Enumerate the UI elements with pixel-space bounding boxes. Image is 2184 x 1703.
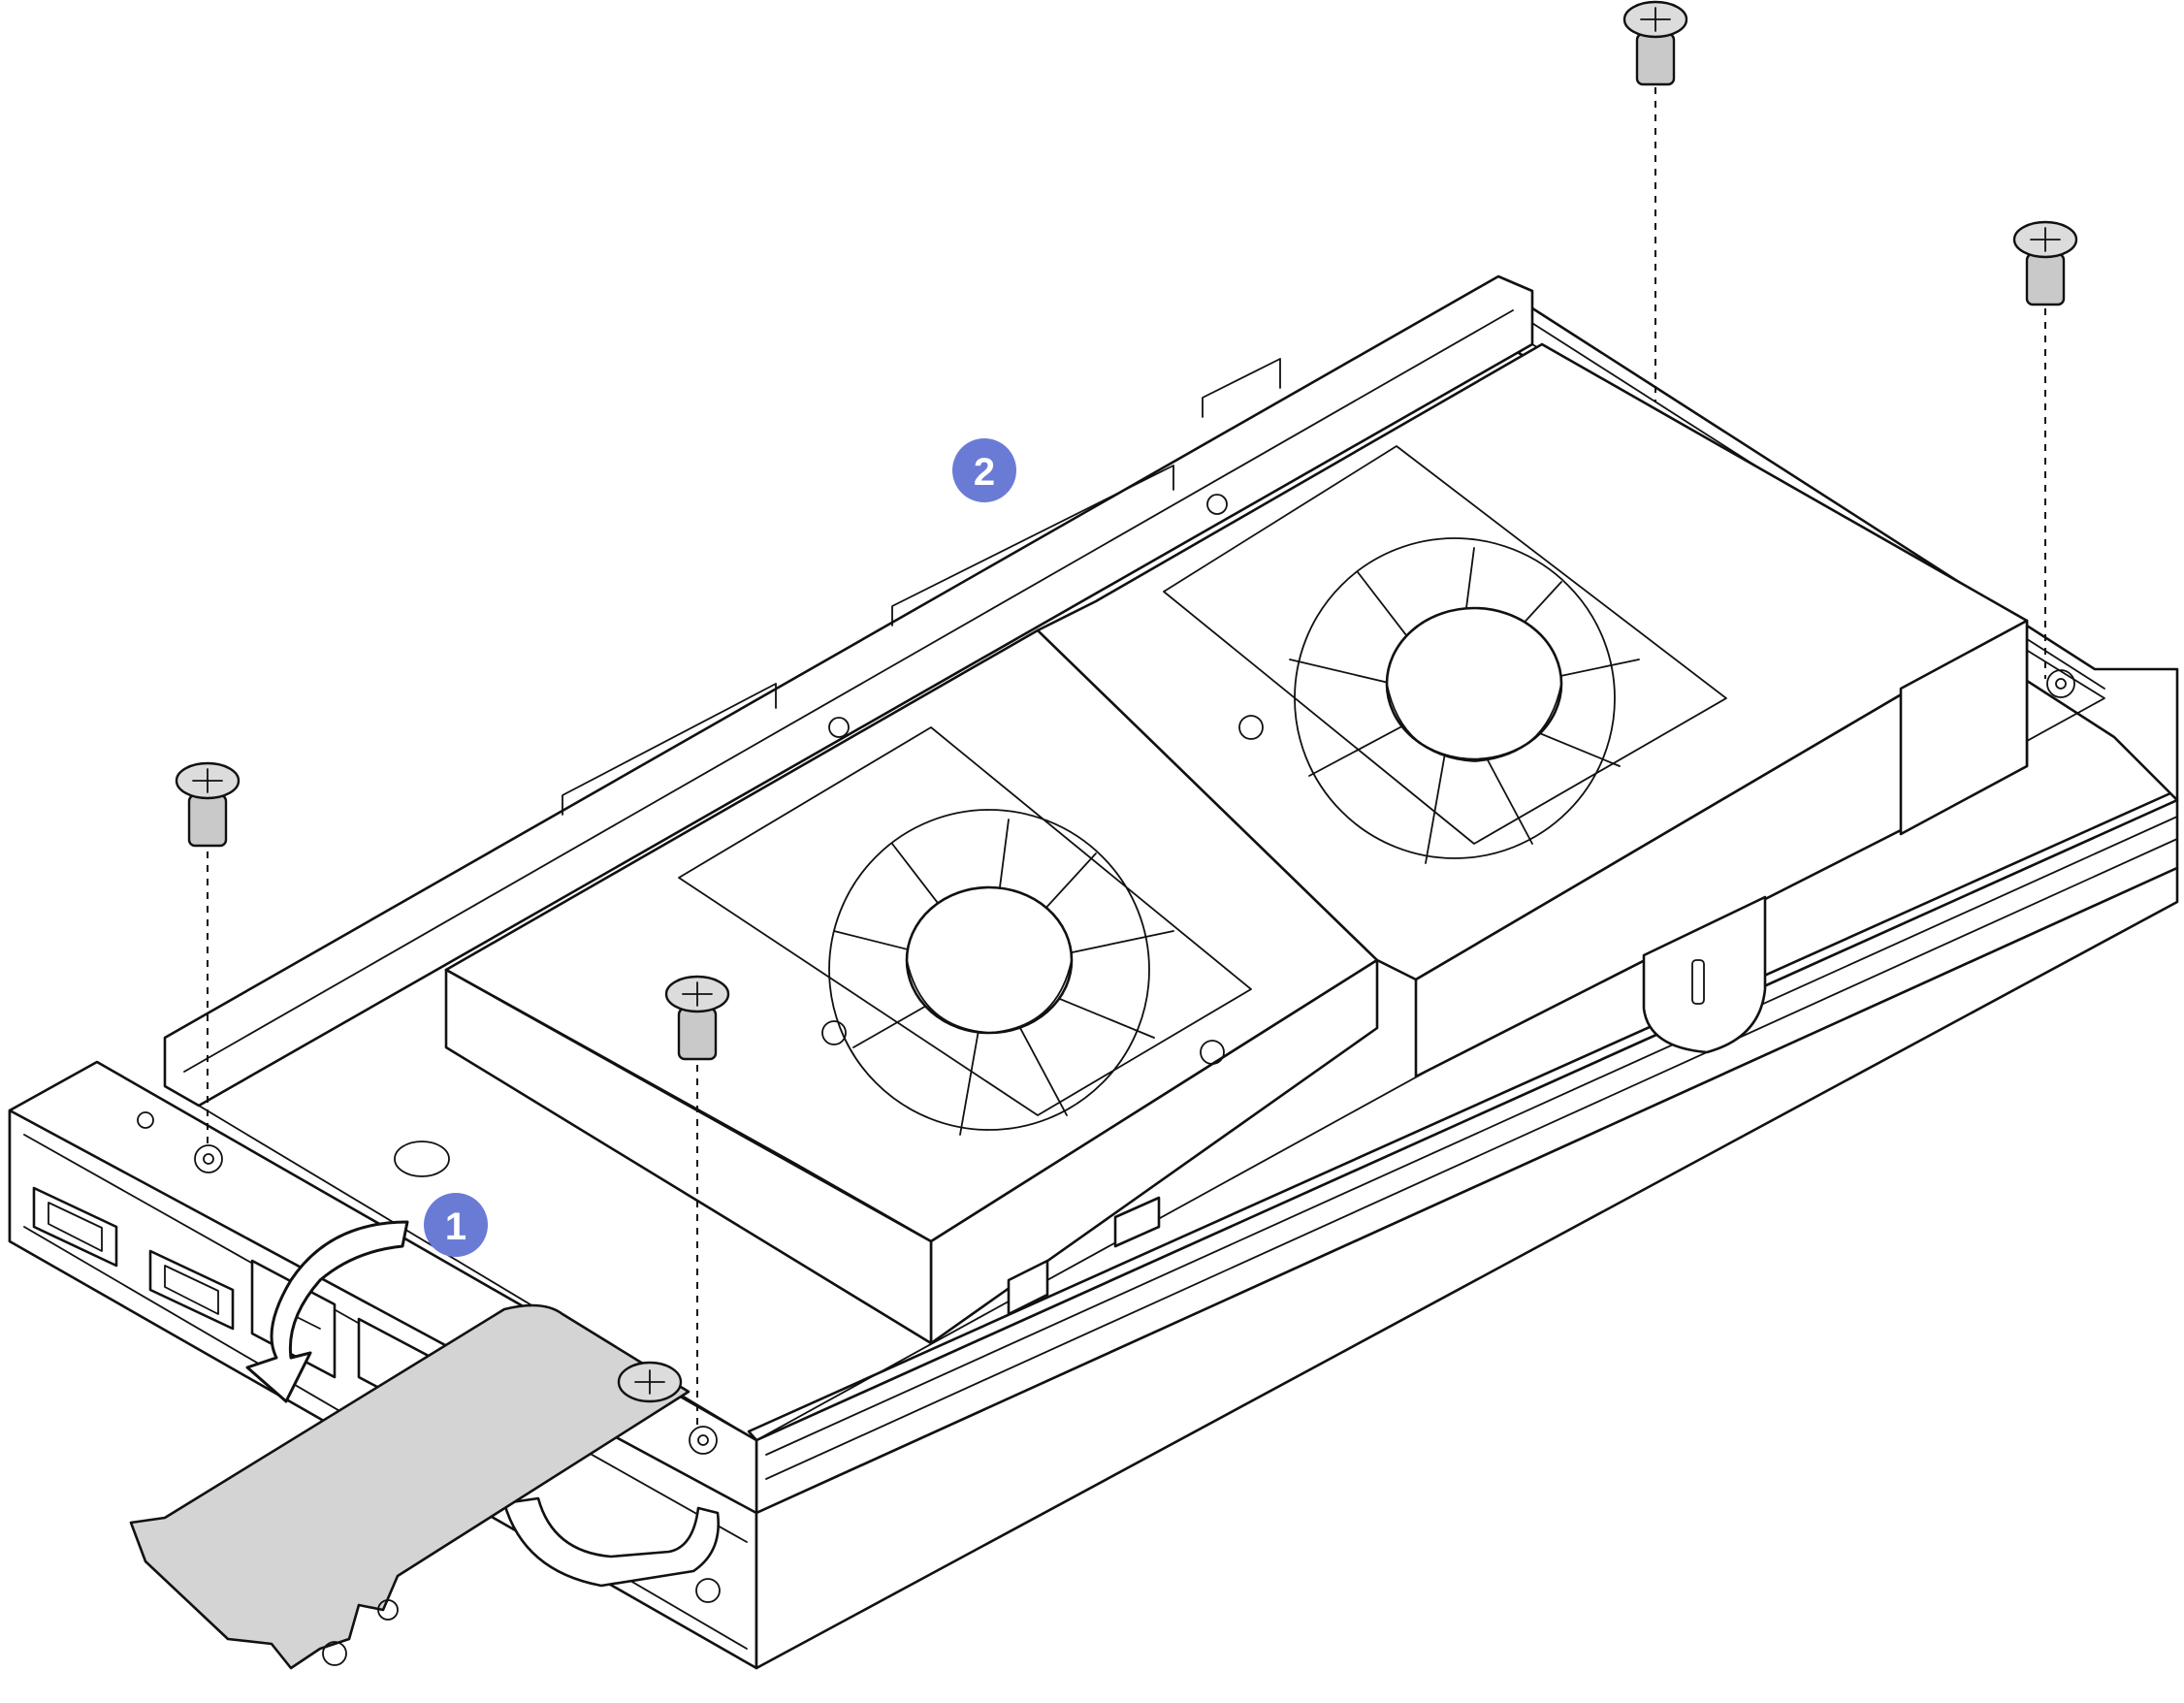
hdmi-port-1 (32, 1186, 118, 1268)
callout-2-label: 2 (974, 451, 995, 494)
cover-plate-screw (617, 1361, 683, 1403)
screw-icon (2012, 220, 2078, 679)
callout-1: 1 (424, 1193, 488, 1257)
screw-icon (175, 761, 241, 1149)
screw-icon (1622, 0, 1688, 402)
screw-icon (664, 975, 730, 1430)
pull-handle (502, 1496, 720, 1588)
fan-cage (444, 342, 2029, 1345)
callout-1-label: 1 (445, 1205, 466, 1248)
fan-1-hub (905, 885, 1074, 1035)
fan-2 (1238, 537, 1640, 864)
cover-plate (129, 1303, 691, 1670)
front-cover-plate (129, 1303, 691, 1670)
callout-2: 2 (952, 438, 1016, 502)
fan-1 (821, 809, 1225, 1136)
hdmi-port-2 (148, 1249, 235, 1331)
rotation-arrow-icon (245, 1220, 409, 1403)
fan-cage-screws (175, 0, 2078, 1430)
